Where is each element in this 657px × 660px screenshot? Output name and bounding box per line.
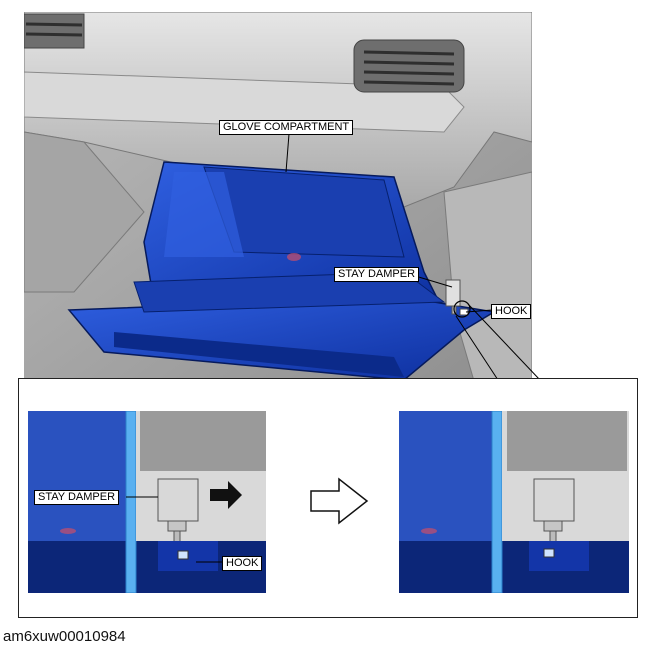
zoom-circle xyxy=(453,300,471,318)
detail-stay-damper-label: STAY DAMPER xyxy=(34,490,120,505)
air-vent-left-icon xyxy=(24,13,85,49)
air-vent-icon xyxy=(353,39,465,93)
slide-arrow-icon xyxy=(210,481,242,509)
figure-id: am6xuw00010984 xyxy=(3,628,126,645)
detail-after-illustration xyxy=(399,411,629,593)
hook-label: HOOK xyxy=(491,304,532,319)
glove-compartment-lid xyxy=(67,271,497,381)
glove-compartment-leader xyxy=(285,133,290,173)
hook-leader xyxy=(465,309,493,313)
detail-hook-label: HOOK xyxy=(222,556,263,571)
glove-compartment-label: GLOVE COMPARTMENT xyxy=(219,120,354,135)
next-step-arrow-icon xyxy=(310,477,369,525)
glove-compartment-body xyxy=(143,161,446,313)
stay-damper-label: STAY DAMPER xyxy=(334,267,420,282)
detail-panel: STAY DAMPER HOOK xyxy=(18,378,638,618)
glove-compartment-illustration xyxy=(24,12,532,381)
